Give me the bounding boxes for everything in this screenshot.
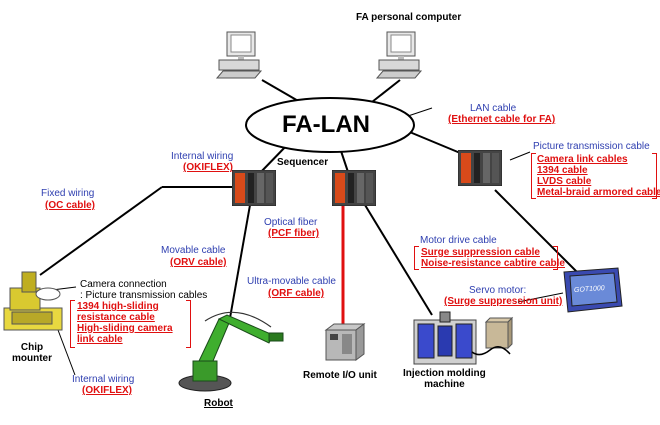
motor-bracket-right	[553, 246, 558, 270]
pc-left-icon	[215, 30, 271, 82]
sliding-item-3: High-sliding camera	[77, 323, 173, 334]
lan-cable-type: (Ethernet cable for FA)	[448, 114, 556, 125]
camera-connection-line2: : Picture transmission cables	[80, 290, 208, 301]
seq1-to-robot	[229, 204, 251, 319]
movable-cable-label: Movable cable	[161, 245, 226, 256]
motor-item-2: Noise-resistance cabtire cable	[421, 258, 565, 269]
internal-wiring-bottom-label: Internal wiring	[72, 374, 135, 385]
servo-screen-text: GOT1000	[573, 284, 605, 295]
internal-wiring-top-label: Internal wiring	[171, 151, 234, 162]
motor-item-1: Surge suppression cable	[421, 247, 540, 258]
servo-display-panel	[562, 266, 624, 314]
sequencer-label: Sequencer	[277, 157, 329, 168]
remote-io-icon	[322, 322, 368, 362]
injection-machine-text: Injection molding machine	[403, 368, 486, 390]
fixed-wiring-diag	[39, 186, 163, 276]
servo-drive-box-icon	[484, 316, 514, 350]
fa-lan-ellipse	[245, 97, 415, 153]
internal-bottom-pointer	[57, 329, 76, 376]
chip-mounter-icon	[2, 268, 70, 332]
remote-io-label: Remote I/O unit	[303, 370, 377, 381]
sliding-item-4: link cable	[77, 334, 123, 345]
picture-item-2: 1394 cable	[537, 165, 588, 176]
servo-motor-label: Servo motor:	[469, 285, 527, 296]
ultra-movable-type: (ORF cable)	[268, 288, 325, 299]
lan-cable-label: LAN cable	[470, 103, 517, 114]
picture-item-4: Metal-braid armored cable	[537, 187, 660, 198]
sliding-item-1: 1394 high-sliding	[77, 301, 159, 312]
pc-left-cable	[261, 79, 301, 103]
injection-machine-label: Injection molding machine	[403, 368, 486, 390]
optical-fiber-label: Optical fiber	[264, 217, 318, 228]
sequencer-unit-1	[231, 169, 277, 207]
movable-cable-type: (ORV cable)	[170, 257, 227, 268]
internal-wiring-bottom-type: (OKIFLEX)	[82, 385, 132, 396]
motor-drive-label: Motor drive cable	[420, 235, 497, 246]
fixed-wiring-type: (OC cable)	[45, 200, 96, 211]
robot-icon	[175, 305, 295, 395]
sliding-bracket-left	[70, 300, 75, 348]
internal-wiring-top-type: (OKIFLEX)	[183, 162, 233, 173]
fa-lan-label: FA-LAN	[282, 111, 370, 138]
camera-connection-line1: Camera connection	[80, 279, 167, 290]
motor-bracket-left	[414, 246, 419, 270]
robot-label: Robot	[204, 398, 233, 409]
picture-pointer	[509, 151, 531, 161]
optical-fiber-type: (PCF fiber)	[268, 228, 320, 239]
picture-item-1: Camera link cables	[537, 154, 628, 165]
fixed-wiring-label: Fixed wiring	[41, 188, 95, 199]
sliding-bracket-right	[186, 300, 191, 348]
sequencer-unit-2	[331, 169, 377, 207]
pc-right-icon	[375, 30, 431, 82]
chip-mounter-text: Chip mounter	[12, 342, 52, 364]
picture-bracket-right	[652, 153, 657, 199]
chip-mounter-label: Chip mounter	[12, 342, 52, 364]
servo-motor-type: (Surge suppression unit)	[444, 296, 563, 307]
picture-bracket-left	[531, 153, 536, 199]
picture-item-3: LVDS cable	[537, 176, 592, 187]
motor-drive-line	[364, 204, 433, 316]
sequencer-unit-3	[457, 149, 503, 187]
servo-pointer	[517, 292, 564, 303]
picture-cable-label: Picture transmission cable	[533, 141, 650, 152]
pc-title: FA personal computer	[356, 12, 462, 23]
injection-machine-icon	[412, 310, 478, 366]
ultra-movable-label: Ultra-movable cable	[247, 276, 336, 287]
pc-right-cable	[371, 79, 401, 103]
servo-line	[494, 189, 581, 276]
servo-drive-cable	[471, 346, 511, 356]
sliding-item-2: resistance cable	[77, 312, 155, 323]
